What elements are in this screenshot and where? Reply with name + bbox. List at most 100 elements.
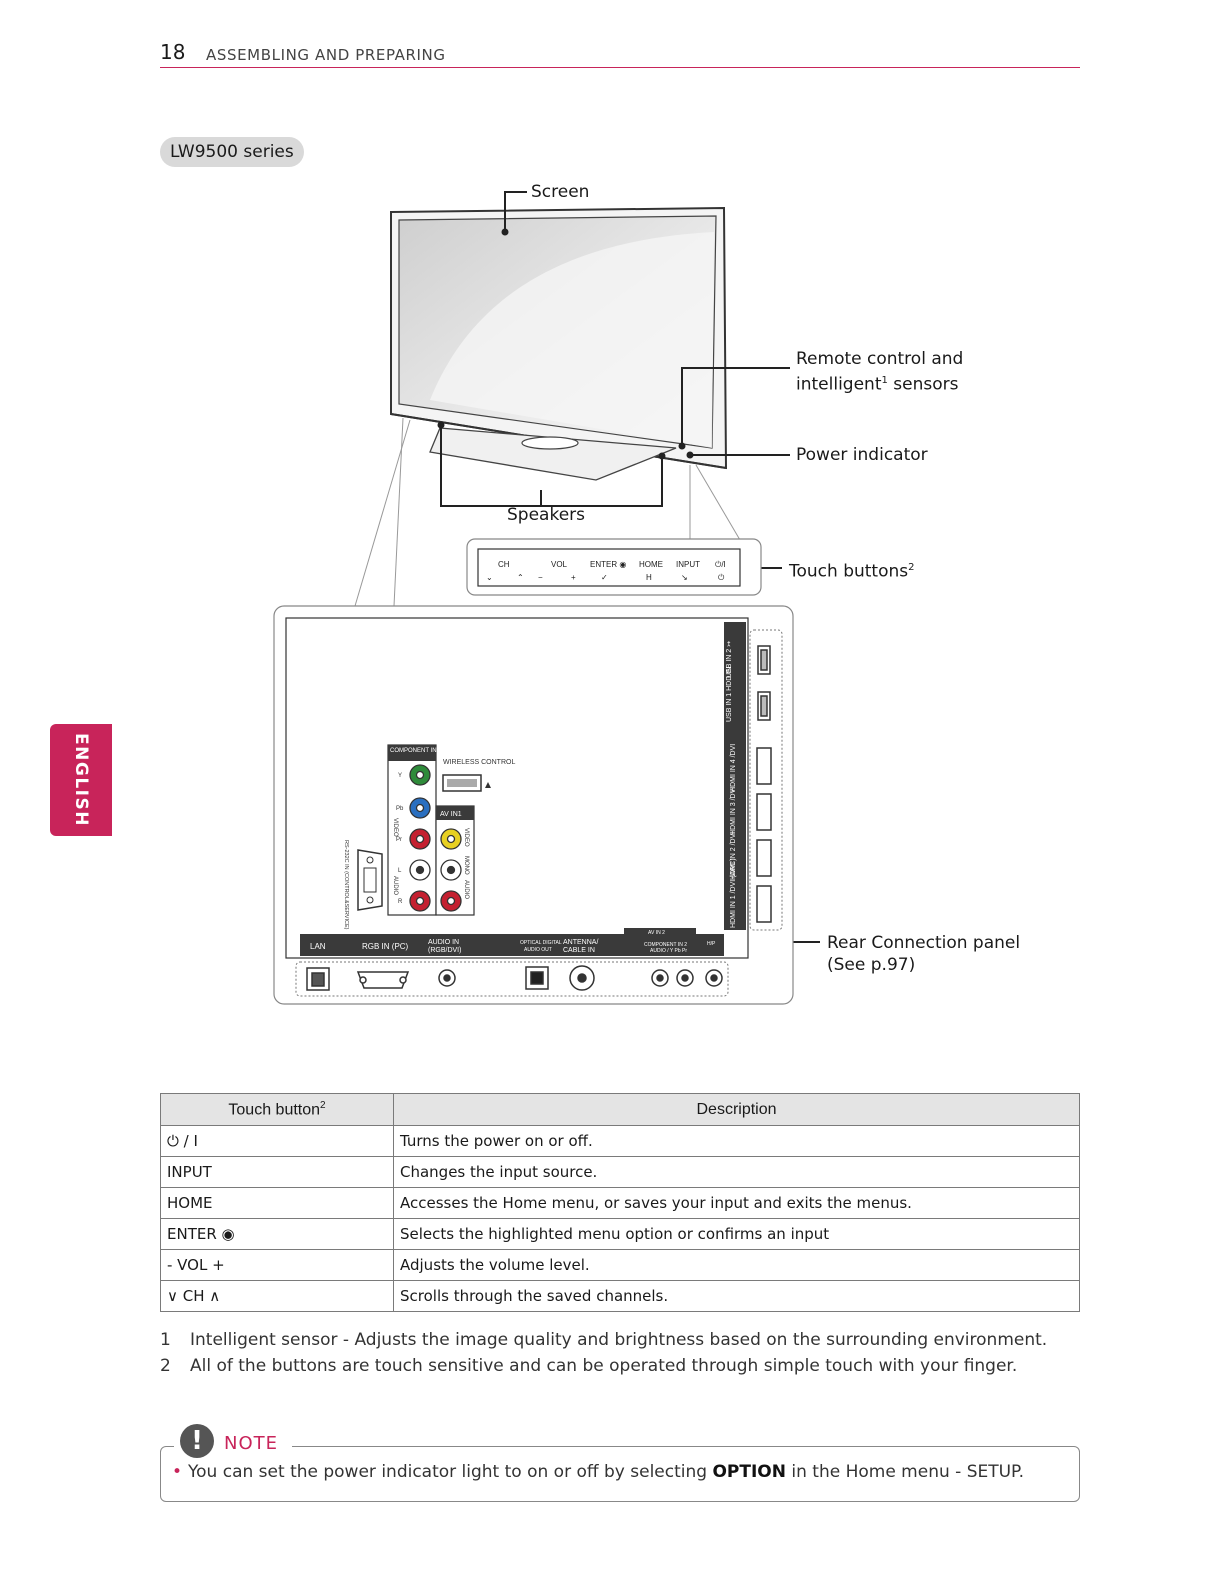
vol-up-icon: +: [571, 573, 576, 582]
touch-label-home: HOME: [639, 560, 663, 569]
footnote-2: 2 All of the buttons are touch sensitive …: [160, 1356, 1017, 1376]
component-audio-label: AUDIO: [392, 876, 398, 895]
footnote-number: 2: [160, 1356, 171, 1376]
table-cell-button: - VOL +: [160, 1249, 394, 1281]
avin2-label: AV IN 2: [648, 930, 665, 936]
note-text: •You can set the power indicator light t…: [172, 1462, 1024, 1482]
enter-check-icon: ✓: [601, 573, 608, 582]
bottom-port-labels: LAN RGB IN (PC) AUDIO IN (RGB/DVI) OPTIC…: [310, 930, 716, 954]
side-port-labels: USB IN 2 ↣ USB IN 1 HDD IN HDMI IN 4 /DV…: [726, 641, 737, 928]
rgb-label: RGB IN (PC): [362, 942, 409, 951]
tv-front: [390, 206, 728, 481]
jack-r-label: R: [398, 899, 403, 905]
usb1-label: USB IN 1 HDD IN: [726, 667, 733, 722]
section-title: ASSEMBLING AND PREPARING: [206, 46, 446, 64]
note-text-after: in the Home menu - SETUP.: [785, 1462, 1025, 1482]
footnote-1: 1 Intelligent sensor - Adjusts the image …: [160, 1330, 1047, 1350]
table-cell-description: Adjusts the volume level.: [393, 1249, 1080, 1281]
optical-sub-label: AUDIO OUT: [524, 947, 552, 953]
touch-button-panel: CH VOL ENTER ◉ HOME INPUT ⏻/I ⌄ ⌃ − + ✓ …: [466, 538, 762, 596]
callout-touch-buttons: Touch buttons2: [789, 557, 915, 583]
table-header-row: Touch button2 Description: [160, 1093, 1080, 1126]
jack-l-label: L: [398, 868, 402, 874]
table-cell-button: ⏻ / I: [160, 1125, 394, 1157]
table-row: ∨ CH ∧Scrolls through the saved channels…: [160, 1280, 1080, 1312]
touch-label-power: ⏻/I: [715, 560, 726, 569]
cable-label: CABLE IN: [563, 947, 595, 954]
callout-remote-text: intelligent: [796, 374, 882, 395]
optical-label: OPTICAL DIGITAL: [520, 940, 562, 946]
footnote-number: 1: [160, 1330, 171, 1350]
touch-label-enter: ENTER ◉: [590, 560, 626, 569]
touch-label-vol: VOL: [551, 560, 568, 569]
hdmi1-label: HDMI IN 1 /DVI (ARC): [730, 858, 737, 928]
callout-remote-sensors: Remote control and intelligent1 sensors: [796, 348, 963, 396]
table-cell-description: Changes the input source.: [393, 1156, 1080, 1188]
footnote-text: Intelligent sensor - Adjusts the image q…: [190, 1330, 1048, 1350]
hdmi4-label: HDMI IN 4 /DVI: [730, 744, 737, 792]
table-cell-description: Selects the highlighted menu option or c…: [393, 1218, 1080, 1250]
table-cell-button: ENTER ◉: [160, 1218, 394, 1250]
table-header-sup: 2: [320, 1099, 326, 1111]
jack-pb-label: Pb: [396, 806, 404, 812]
touch-label-ch: CH: [498, 560, 510, 569]
av-mono-label: MONO: [463, 856, 469, 875]
hdmi2-label: HDMI IN 2 /DVI: [730, 832, 737, 880]
note-option-bold: OPTION: [712, 1462, 786, 1482]
bullet-icon: •: [172, 1462, 183, 1482]
component2-sub-label: AUDIO / Y Pb Pr: [650, 948, 687, 954]
callout-touch-sup: 2: [908, 562, 915, 573]
touch-label-input: INPUT: [676, 560, 700, 569]
note-box: [160, 1446, 1080, 1502]
callout-remote-end: sensors: [887, 374, 959, 395]
audio-in-label: AUDIO IN: [428, 939, 459, 946]
zoom-guides: [354, 417, 741, 607]
hdmi3-label: HDMI IN 3 /DVI: [730, 787, 737, 835]
table-cell-description: Turns the power on or off.: [393, 1125, 1080, 1157]
table-header-button: Touch button2: [160, 1093, 394, 1126]
ch-down-icon: ⌄: [486, 573, 493, 582]
lan-label: LAN: [310, 942, 326, 951]
callout-touch-text: Touch buttons: [789, 561, 909, 582]
table-header-description: Description: [393, 1093, 1080, 1126]
jack-pr-label: Pr: [396, 837, 402, 843]
component-video-label: VIDEO: [392, 818, 398, 837]
avin1-label: AV IN1: [440, 811, 462, 818]
callout-power-indicator: Power indicator: [796, 445, 928, 465]
ch-up-icon: ⌃: [517, 573, 524, 582]
rs232-label: RS-232C IN (CONTROL&SERVICE): [343, 840, 349, 930]
av-video-label: VIDEO: [463, 828, 469, 847]
footnote-text: All of the buttons are touch sensitive a…: [190, 1356, 1018, 1376]
callout-rear-line1: Rear Connection panel: [827, 933, 1021, 953]
table-cell-button: INPUT: [160, 1156, 394, 1188]
exclamation-icon: !: [180, 1424, 214, 1458]
audio-in-sub-label: (RGB/DVI): [428, 947, 461, 954]
callout-speakers: Speakers: [507, 505, 586, 525]
hp-label: H/P: [707, 941, 716, 947]
table-cell-button: ∨ CH ∧: [160, 1280, 394, 1312]
header-rule: [160, 67, 1080, 68]
callout-rear-panel: Rear Connection panel (See p.97): [827, 932, 1020, 976]
language-tab: ENGLISH: [50, 724, 112, 836]
wireless-label: WIRELESS CONTROL: [443, 759, 515, 766]
table-cell-description: Scrolls through the saved channels.: [393, 1280, 1080, 1312]
jack-y-label: Y: [398, 773, 402, 779]
table-header-button-text: Touch button: [228, 1101, 321, 1119]
component2-label: COMPONENT IN 2: [644, 942, 687, 948]
callout-remote-line2: intelligent1 sensors: [796, 370, 963, 396]
tv-diagram: CH VOL ENTER ◉ HOME INPUT ⏻/I ⌄ ⌃ − + ✓ …: [273, 191, 820, 1005]
callout-screen: Screen: [531, 182, 590, 202]
home-icon: H: [646, 573, 652, 582]
series-badge: LW9500 series: [160, 137, 304, 167]
callout-rear-line2: (See p.97): [827, 955, 916, 975]
component1-label: COMPONENT IN1: [390, 748, 441, 754]
note-text-before: You can set the power indicator light to…: [188, 1462, 713, 1482]
note-title: NOTE: [224, 1433, 279, 1454]
power-icon: ⏻: [718, 573, 725, 582]
table-cell-description: Accesses the Home menu, or saves your in…: [393, 1187, 1080, 1219]
page-number: 18: [160, 40, 186, 64]
